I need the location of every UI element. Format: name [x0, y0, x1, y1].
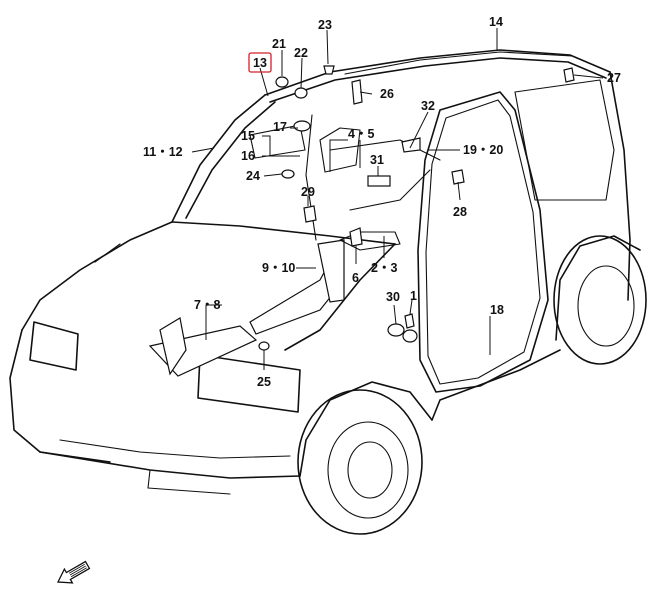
callout-26: 26	[380, 87, 394, 101]
callout-28: 28	[453, 205, 467, 219]
callout-labels: 1 2・3 4・5 6 7・8 9・10 11・12 13 14 15 16 1…	[143, 15, 621, 389]
callout-2-3: 2・3	[371, 261, 397, 275]
callout-17: 17	[273, 120, 287, 134]
interior-trim	[148, 65, 575, 377]
callout-23: 23	[318, 18, 332, 32]
callout-29: 29	[301, 185, 315, 199]
callout-21: 21	[272, 37, 286, 51]
callout-7-8: 7・8	[194, 298, 220, 312]
callout-11-12: 11・12	[143, 145, 183, 159]
door-opening-weatherstrip	[417, 91, 549, 393]
leader-lines	[191, 28, 604, 370]
callout-25: 25	[257, 375, 271, 389]
callout-13: 13	[253, 56, 267, 70]
callout-9-10: 9・10	[262, 261, 295, 275]
front-arrow-icon	[56, 560, 91, 584]
callout-16: 16	[241, 149, 255, 163]
callout-4-5: 4・5	[348, 127, 374, 141]
vehicle-body	[9, 49, 647, 535]
callout-1: 1	[410, 289, 417, 303]
callout-30: 30	[386, 290, 400, 304]
highlight-box-13	[248, 52, 272, 73]
callout-24: 24	[246, 169, 260, 183]
callout-18: 18	[490, 303, 504, 317]
callout-15: 15	[241, 129, 255, 143]
callout-19-20: 19・20	[463, 143, 503, 157]
callout-31: 31	[370, 153, 384, 167]
callout-6: 6	[352, 271, 359, 285]
callout-14: 14	[489, 15, 503, 29]
callout-27: 27	[607, 71, 621, 85]
callout-22: 22	[294, 46, 308, 60]
callout-32: 32	[421, 99, 435, 113]
